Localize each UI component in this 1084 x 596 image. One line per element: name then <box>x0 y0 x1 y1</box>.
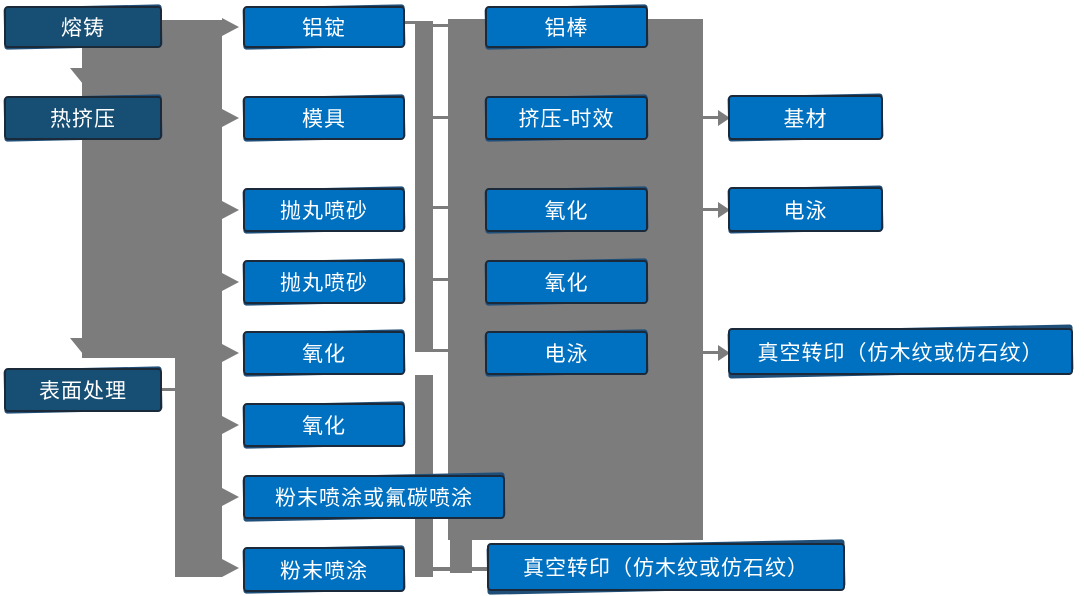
arrow-down-icon <box>70 338 96 354</box>
node-powder-or-fluorocarbon-label: 粉末喷涂或氟碳喷涂 <box>243 475 505 519</box>
node-vacuum-transfer-label: 真空转印（仿木纹或仿石纹） <box>728 328 1073 375</box>
node-aluminum-rod: 铝棒 <box>484 4 649 50</box>
connector-line-surface <box>162 388 176 391</box>
arrow-right-icon <box>222 416 239 434</box>
connector-bottom-strip <box>450 540 472 573</box>
node-oxidation-1-label: 氧化 <box>243 331 405 375</box>
node-powder-coating-label: 粉末喷涂 <box>243 547 405 592</box>
node-electrophoresis-1-label: 电泳 <box>485 331 648 375</box>
node-extrusion-aging: 挤压-时效 <box>484 94 649 142</box>
arrow-right-icon <box>222 201 239 219</box>
node-surface-treatment-label: 表面处理 <box>4 368 162 412</box>
node-substrate-label: 基材 <box>728 95 883 140</box>
node-oxidation-1: 氧化 <box>242 329 406 377</box>
arrow-down-icon <box>70 68 96 84</box>
node-shot-blast-1-label: 抛丸喷砂 <box>243 188 405 232</box>
arrow-right-icon <box>222 18 239 36</box>
arrow-right-icon <box>222 109 239 127</box>
node-oxidation-2-label: 氧化 <box>243 403 405 447</box>
node-substrate: 基材 <box>727 93 884 142</box>
node-electrophoresis-2: 电泳 <box>727 185 884 234</box>
node-powder-or-fluorocarbon: 粉末喷涂或氟碳喷涂 <box>242 472 506 522</box>
connector-line-row1 <box>432 24 448 27</box>
node-mold-label: 模具 <box>243 96 405 140</box>
connector-line-row5 <box>432 349 448 352</box>
node-vacuum-transfer: 真空转印（仿木纹或仿石纹） <box>727 324 1074 379</box>
connector-middle-bar-upper <box>415 21 433 352</box>
arrow-line <box>703 208 719 211</box>
node-shot-blast-2-label: 抛丸喷砂 <box>243 260 405 304</box>
node-aluminum-rod-label: 铝棒 <box>485 6 648 48</box>
node-electrophoresis-2-label: 电泳 <box>728 187 883 232</box>
connector-stub-ingot <box>405 21 417 24</box>
arrow-right-icon <box>718 345 730 361</box>
node-vacuum-transfer-bottom-label: 真空转印（仿木纹或仿石纹） <box>487 543 845 591</box>
node-powder-coating: 粉末喷涂 <box>242 545 406 594</box>
node-hot-extrusion: 热挤压 <box>3 94 163 142</box>
node-hot-extrusion-label: 热挤压 <box>4 96 162 140</box>
arrow-right-icon <box>222 488 239 506</box>
arrow-line <box>703 351 719 354</box>
node-oxidation-3: 氧化 <box>484 186 649 234</box>
node-oxidation-4-label: 氧化 <box>485 260 648 304</box>
connector-line-row4 <box>432 278 448 281</box>
node-extrusion-aging-label: 挤压-时效 <box>485 96 648 140</box>
arrow-right-icon <box>718 110 730 126</box>
arrow-right-icon <box>222 559 239 577</box>
connector-left-band <box>82 20 222 358</box>
node-melt-casting-label: 熔铸 <box>4 6 162 48</box>
node-vacuum-transfer-bottom: 真空转印（仿木纹或仿石纹） <box>486 539 846 595</box>
node-aluminum-ingot: 铝锭 <box>242 4 406 50</box>
node-mold: 模具 <box>242 94 406 142</box>
node-shot-blast-2: 抛丸喷砂 <box>242 258 406 306</box>
arrow-right-icon <box>222 344 239 362</box>
node-electrophoresis-1: 电泳 <box>484 329 649 377</box>
node-oxidation-3-label: 氧化 <box>485 188 648 232</box>
arrow-right-icon <box>222 273 239 291</box>
connector-line-row3 <box>432 206 448 209</box>
arrow-line <box>703 116 719 119</box>
connector-left-lower-bar <box>175 358 222 577</box>
node-aluminum-ingot-label: 铝锭 <box>243 6 405 48</box>
node-shot-blast-1: 抛丸喷砂 <box>242 186 406 234</box>
connector-line-vacuum-bottom <box>433 567 487 571</box>
node-oxidation-4: 氧化 <box>484 258 649 306</box>
node-surface-treatment: 表面处理 <box>3 366 163 414</box>
connector-line-row2 <box>432 116 448 119</box>
arrow-right-icon <box>718 202 730 218</box>
node-melt-casting: 熔铸 <box>3 4 163 50</box>
node-oxidation-2: 氧化 <box>242 401 406 449</box>
